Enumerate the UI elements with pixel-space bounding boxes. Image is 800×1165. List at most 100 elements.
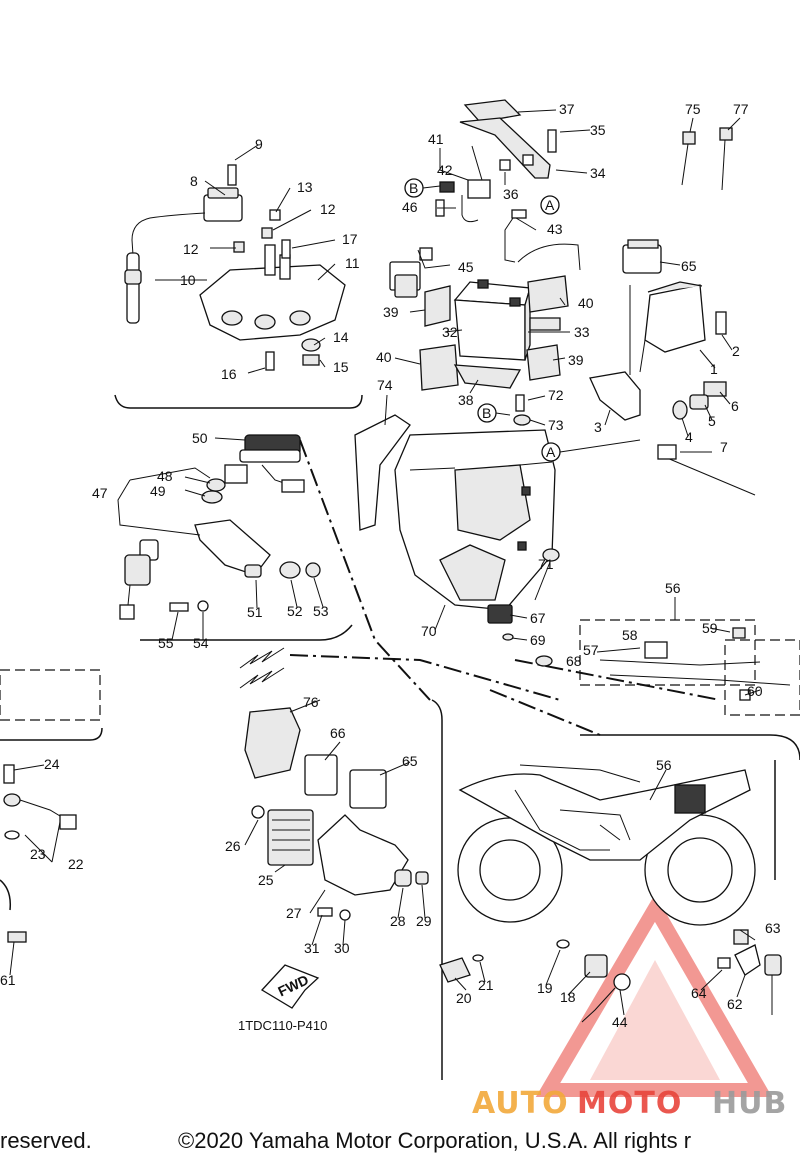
footer-copyright: ©2020 Yamaha Motor Corporation, U.S.A. A… [178,1128,692,1153]
box-fasteners [487,394,560,667]
callout-59: 59 [702,620,718,636]
callout-24: 24 [44,756,60,772]
callout-37: 37 [559,101,575,117]
callout-77: 77 [733,101,749,117]
vehicle-outline [457,764,756,926]
callout-52: 52 [287,603,303,619]
break-line [239,647,285,669]
callout-36: 36 [503,186,519,202]
battery-box [394,429,556,611]
frame-vehicle-group [580,734,800,761]
battery-pads [419,275,569,391]
callout-55: 55 [158,635,174,651]
frame-sub-left [0,879,12,911]
callout-29: 29 [416,913,432,929]
callout-31: 31 [304,940,320,956]
frame-left-group [0,727,103,741]
callout-69: 69 [530,632,546,648]
battery [453,279,531,361]
ignition-coil-assembly [124,187,243,324]
callout-40b: 40 [376,349,392,365]
footer-left-text: reserved. [0,1128,92,1153]
callout-33: 33 [574,324,590,340]
callout-26: 26 [225,838,241,854]
callout-20: 20 [456,990,472,1006]
callout-67: 67 [530,610,546,626]
callout-73: 73 [548,417,564,433]
callout-13: 13 [297,179,313,195]
callout-51: 51 [247,604,263,620]
callout-8: 8 [190,173,198,189]
callout-14: 14 [333,329,349,345]
callout-10: 10 [180,272,196,288]
callout-35: 35 [590,122,606,138]
callout-30: 30 [334,940,350,956]
callout-68: 68 [566,653,582,669]
callout-71: 71 [538,556,554,572]
callout-76: 76 [303,694,319,710]
callout-53: 53 [313,603,329,619]
coil-bracket [199,244,346,341]
ref-letter-a2: A [546,444,556,460]
callout-70: 70 [421,623,437,639]
switch-fasteners [169,561,321,612]
callout-18: 18 [560,989,576,1005]
frame-ignition-coil-group [114,394,363,409]
main-switch-assembly [119,434,305,620]
callout-6: 6 [731,398,739,414]
frame-switch-group [140,624,353,641]
callout-62: 62 [727,996,743,1012]
callout-32: 32 [442,324,458,340]
dashed-box-harness-right [724,639,800,716]
callout-72: 72 [548,387,564,403]
callout-43: 43 [547,221,563,237]
leader-lines [9,109,761,1016]
callout-9: 9 [255,136,263,152]
ref-letter-a1: A [545,197,555,213]
callout-64: 64 [691,985,707,1001]
battery-band-strap [459,99,557,179]
sensors-18-21 [439,939,631,1023]
callout-56b: 56 [656,757,672,773]
callout-54: 54 [193,635,209,651]
callout-63: 63 [765,920,781,936]
coil-bolts [227,164,321,371]
callout-23: 23 [30,846,46,862]
watermark-wordmark: AUTO MOTO HUB [472,1086,787,1121]
ecu-bracket [589,285,646,421]
connection-line-1 [299,439,431,701]
callout-45: 45 [458,259,474,275]
harness-parts-56-60 [599,627,791,701]
callout-28: 28 [390,913,406,929]
callout-19: 19 [537,980,553,996]
watermark-part-3: HUB [712,1086,787,1121]
callout-66: 66 [330,725,346,741]
callout-22: 22 [68,856,84,872]
callout-44: 44 [612,1014,628,1030]
connection-line-2 [289,654,561,701]
callout-40a: 40 [578,295,594,311]
callout-47: 47 [92,485,108,501]
callout-61: 61 [0,972,16,988]
ref-letter-b2: B [482,405,491,421]
callout-11: 11 [345,255,360,271]
callout-57: 57 [583,642,599,658]
callout-60: 60 [747,683,763,699]
cable-ties-75-77 [681,127,733,191]
callout-16: 16 [221,366,237,382]
callout-3: 3 [594,419,602,435]
connection-line-4 [514,659,721,701]
dashed-box-left [0,669,101,721]
callout-12b: 12 [320,201,336,217]
callout-49: 49 [150,483,166,499]
callout-42: 42 [437,162,453,178]
relay-connector-45 [389,247,433,298]
callout-5: 5 [708,413,716,429]
callout-15: 15 [333,359,349,375]
callout-21: 21 [478,977,494,993]
fwd-arrow [260,964,320,1009]
callout-56a: 56 [665,580,681,596]
callout-50: 50 [192,430,208,446]
callout-46: 46 [402,199,418,215]
sensor-22 [3,764,77,943]
